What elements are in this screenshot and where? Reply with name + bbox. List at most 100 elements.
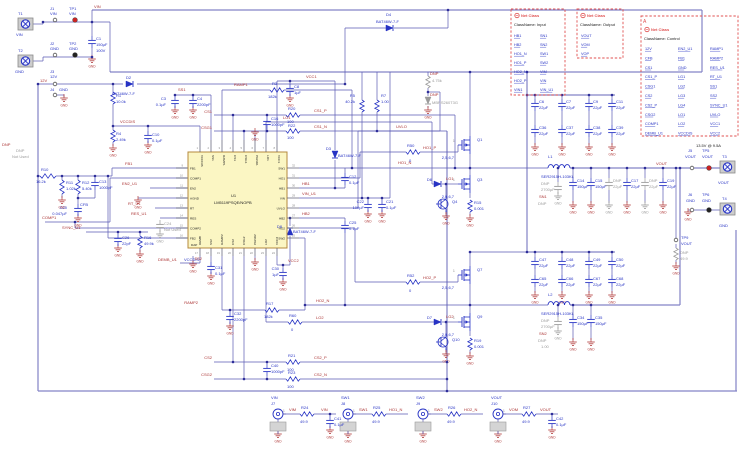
diode[interactable] [331,150,339,159]
sma-connector[interactable] [492,408,504,420]
resistor[interactable] [75,179,81,195]
diode[interactable] [424,96,432,105]
net-or-ref-label: J7 [271,401,276,406]
gnd-label: GND [659,211,667,215]
net-or-ref-label: SW1 [341,395,350,400]
net-or-ref-label: C39 [616,125,624,130]
resistor[interactable] [285,112,301,118]
connector-pin[interactable] [52,92,58,98]
resistor[interactable] [136,235,144,249]
ic-pin-number: 24 [272,251,276,255]
ic-pin-name: COMP1 [190,176,201,180]
gnd-label: GND [442,222,450,226]
sma-gnd-block[interactable] [269,421,287,432]
net-or-ref-label: C14 [577,178,585,183]
mosfet-arrow[interactable] [465,182,469,186]
resistor[interactable] [466,199,474,213]
gnd-label: GND [364,220,372,224]
net-or-ref-label: RES_U1 [131,211,147,216]
net-or-ref-label: HO1_N [389,407,402,412]
mosfet-arrow[interactable] [465,273,469,277]
test-point[interactable] [72,52,78,58]
resistor[interactable] [446,411,462,417]
resistor[interactable] [373,99,381,113]
resistor[interactable] [285,376,301,382]
resistor[interactable] [672,247,680,261]
resistor[interactable] [269,87,285,93]
junction-dot [90,55,94,59]
connector-pin[interactable] [689,207,695,213]
netclass-net: SS1 [710,85,717,89]
ic-pin-name: COMP2 [190,226,201,230]
resistor[interactable] [358,99,366,113]
net-or-ref-label: 22µF [593,131,603,136]
ic-pin-number: 23 [261,251,265,255]
net-or-ref-label: VCCDIS [184,257,199,262]
sma-connector[interactable] [345,411,350,416]
ic-dap-label: DAP [191,243,197,247]
sma-gnd-block[interactable] [414,421,432,432]
connector-pin[interactable] [52,52,58,58]
ic-body[interactable] [187,151,288,249]
resistor[interactable] [285,128,301,134]
test-point[interactable] [72,17,78,23]
net-or-ref-label: VOUT [718,180,730,185]
sma-connector[interactable] [342,408,354,420]
diode[interactable] [125,80,134,88]
junction-dot [60,174,64,178]
junction-dot [610,93,614,97]
connector-pin[interactable] [689,165,695,171]
net-or-ref-label: 0 [291,327,294,332]
resistor[interactable] [39,173,57,179]
net-or-ref-label: D6 [427,177,433,182]
resistor[interactable] [285,359,301,365]
netclass-classname: ClassName: Control [644,36,680,41]
junction-dot [36,82,40,86]
sma-connector[interactable] [495,411,500,416]
bjt [440,204,447,210]
resistor[interactable] [299,411,315,417]
netclass-net: CS1_P [645,75,657,79]
resistor[interactable] [109,91,117,105]
net-or-ref-label: 22µF [539,131,549,136]
diode[interactable] [385,24,394,32]
mosfet-arrow[interactable] [465,143,469,147]
netclass-net: SW2 [540,61,548,65]
net-or-ref-label: U1 [231,193,237,198]
resistor[interactable] [521,411,537,417]
diode[interactable] [286,227,294,236]
sma-connector[interactable] [275,411,280,416]
net-or-ref-label: DNP [2,142,11,147]
resistor[interactable] [264,307,280,313]
ic-pin-name: AGND [190,196,200,200]
resistor[interactable] [371,411,387,417]
sma-gnd-block[interactable] [489,421,507,432]
junction-dot [36,174,40,178]
diode[interactable] [433,180,442,188]
diode[interactable] [433,318,442,326]
test-point[interactable] [706,207,712,213]
resistor[interactable] [109,129,117,143]
connector-pin[interactable] [52,17,58,23]
test-point[interactable] [706,165,712,171]
connector-pin[interactable] [52,81,58,87]
resistor[interactable] [59,179,65,195]
junction-dot [445,360,449,364]
net-or-ref-label: 22µF [593,282,603,287]
net-or-ref-label: DNP [430,92,439,97]
junction-dot [76,196,80,200]
resistor[interactable] [405,279,421,285]
ic-pin-name: UVLO [277,206,286,210]
net-or-ref-label: J10 [491,401,498,406]
sma-connector[interactable] [420,411,425,416]
connector-pin[interactable] [673,237,679,243]
sma-connector[interactable] [417,408,429,420]
junction-dot [41,20,45,24]
net-or-ref-label: J9 [416,401,421,406]
resistor[interactable] [424,75,432,89]
sma-connector[interactable] [272,408,284,420]
resistor[interactable] [405,149,421,155]
resistor[interactable] [287,319,303,325]
mosfet-arrow[interactable] [465,320,469,324]
resistor[interactable] [466,337,474,351]
